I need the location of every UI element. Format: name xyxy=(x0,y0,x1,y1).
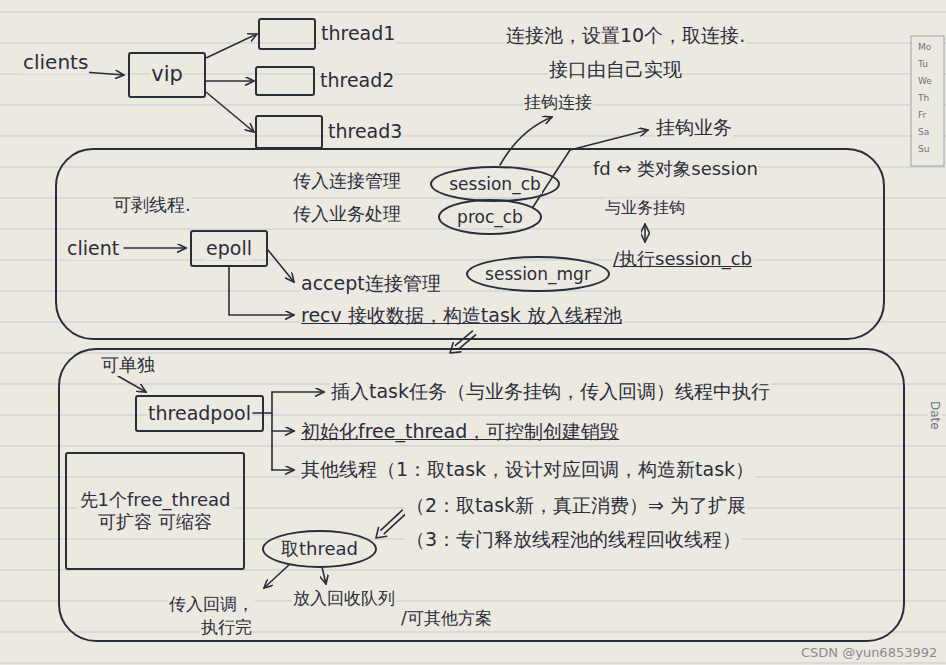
node-text: thread3 xyxy=(327,120,403,143)
ruled-line xyxy=(0,105,946,106)
session-ellipse: 取thread xyxy=(262,530,377,568)
note-label: 放入回收队列 xyxy=(292,588,396,608)
ruled-line xyxy=(0,446,946,447)
day-mark: Su xyxy=(917,144,930,155)
thread-box: thread2 xyxy=(255,66,315,96)
node-text: thread1 xyxy=(320,22,396,45)
day-mark: Date xyxy=(928,400,942,431)
leader-arrow xyxy=(264,564,290,588)
session-ellipse: session_mgr xyxy=(466,256,610,292)
node-text: session_mgr xyxy=(484,264,592,284)
note-label: 与业务挂钩 xyxy=(604,198,686,217)
note-label: （2：取task新，真正消费）⇒ 为了扩展 xyxy=(405,494,747,517)
ruled-line xyxy=(0,291,946,292)
day-mark: Th xyxy=(917,93,930,104)
leader-arrow xyxy=(272,469,294,471)
note-label: 挂钩业务 xyxy=(655,116,733,139)
note-label: fd ⇔ 类对象session xyxy=(592,158,759,180)
note-label: 接口由自己实现 xyxy=(548,58,683,81)
note-label: 初始化free_thread，可控制创建销毁 xyxy=(300,420,620,443)
day-mark: Mo xyxy=(917,42,932,53)
session-ellipse: session_cb xyxy=(430,166,560,202)
note-label: client xyxy=(66,237,120,260)
thread-box: thread1 xyxy=(258,18,316,50)
node-text: threadpool xyxy=(147,402,252,425)
link-arrow xyxy=(644,224,646,242)
note-label: 传入回调， xyxy=(168,594,255,614)
note-label: clients xyxy=(22,50,89,74)
ruled-line xyxy=(0,12,946,13)
ruled-line xyxy=(0,632,946,633)
process-box: threadpool xyxy=(135,395,264,432)
note-label: /执行session_cb xyxy=(612,248,753,270)
watermark: CSDN @yun6853992 xyxy=(800,645,938,661)
leader-arrow xyxy=(124,247,186,249)
ruled-line xyxy=(0,415,946,416)
ruled-line xyxy=(0,663,946,664)
note-label: /可其他方案 xyxy=(400,608,493,628)
connector-arrow xyxy=(206,34,257,58)
connector-group xyxy=(206,34,257,132)
note-label: recv 接收数据，构造task 放入线程池 xyxy=(300,304,623,327)
thread-box: thread3 xyxy=(255,115,323,149)
process-box: epoll xyxy=(190,230,268,267)
day-mark: Fr xyxy=(917,110,927,121)
leader-arrow xyxy=(272,391,324,393)
node-text: session_cb xyxy=(448,174,542,194)
ruled-line xyxy=(0,229,946,230)
leader-arrow xyxy=(268,250,294,282)
connector-arrow xyxy=(206,92,254,132)
day-tab xyxy=(911,36,944,166)
connector-arrow xyxy=(206,80,254,82)
note-label: （3：专门释放线程池的线程回收线程） xyxy=(405,528,742,551)
session-ellipse: proc_cb xyxy=(438,199,542,235)
leader-arrow xyxy=(84,72,124,75)
leader-arrow xyxy=(322,567,326,584)
note-label: accept连接管理 xyxy=(300,272,442,295)
node-text: epoll xyxy=(205,237,253,260)
note-label: 执行完 xyxy=(200,617,253,637)
leader-arrow xyxy=(229,266,294,315)
leader-arrow xyxy=(272,430,294,432)
node-text: vip xyxy=(150,62,184,87)
day-mark: Sa xyxy=(917,127,930,138)
ruled-line xyxy=(0,74,946,75)
node-text: proc_cb xyxy=(456,207,524,227)
ruled-line xyxy=(0,43,946,44)
day-mark: We xyxy=(917,76,933,87)
note-label: 连接池，设置10个，取连接. xyxy=(505,24,746,47)
note-label: 传入连接管理 xyxy=(292,170,402,192)
double-arrow xyxy=(376,510,406,538)
node-text: 可单独 xyxy=(100,354,156,376)
leader-arrow xyxy=(500,117,552,165)
note-label: 其他线程（1：取task，设计对应回调，构造新task） xyxy=(300,458,755,481)
node-text: 可剥线程. xyxy=(112,194,192,216)
note-label: 传入业务处理 xyxy=(292,203,402,225)
note-label: 挂钩连接 xyxy=(523,92,593,112)
node-text: thread2 xyxy=(319,69,395,92)
day-mark: Tu xyxy=(917,59,929,70)
node-text: 取thread xyxy=(280,538,359,560)
process-box: vip xyxy=(128,52,206,98)
note-label: 插入task任务（与业务挂钩，传入回调）线程中执行 xyxy=(330,380,771,403)
process-box: 先1个free_thread 可扩容 可缩容 xyxy=(65,452,245,570)
ruled-lines xyxy=(0,12,946,663)
ruled-line xyxy=(0,260,946,261)
leader-arrow xyxy=(118,376,146,392)
ruled-line xyxy=(0,136,946,137)
node-text: 先1个free_thread 可扩容 可缩容 xyxy=(77,489,233,532)
ruled-line xyxy=(0,601,946,602)
